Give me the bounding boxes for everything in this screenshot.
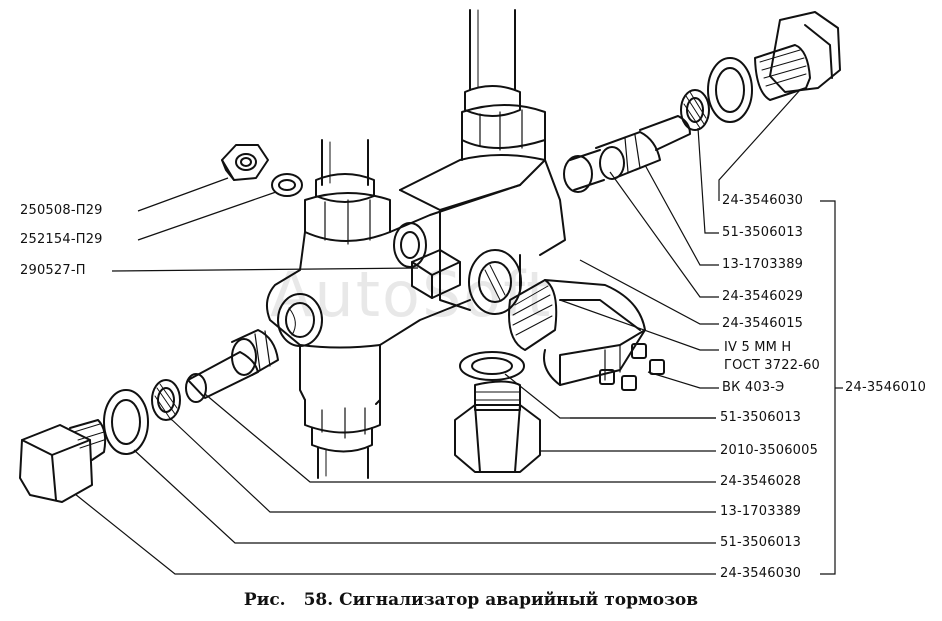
lock-washer-252154 <box>271 173 303 197</box>
label-3546010: 24-3546010 <box>845 380 927 395</box>
plug-lower <box>19 419 107 503</box>
label-1703389-top: 13-1703389 <box>722 257 804 272</box>
figure-caption: Рис. 58. Сигнализатор аварийный тормозов <box>0 590 942 610</box>
label-290527: 290527-П <box>20 263 86 278</box>
caption-text: 58. Сигнализатор аварийный тормозов <box>303 590 699 610</box>
bottom-union-nut <box>304 399 381 479</box>
label-3546030-bot: 24-3546030 <box>720 566 802 581</box>
o-ring-upper <box>680 89 710 131</box>
union-nut-2010 <box>454 380 541 473</box>
label-3546015: 24-3546015 <box>722 316 804 331</box>
valve-body <box>265 154 566 405</box>
label-gost-a: IV 5 MM H <box>724 340 792 355</box>
label-bk403: ВК 403-Э <box>722 380 785 395</box>
label-3546028: 24-3546028 <box>720 474 802 489</box>
piston-lower <box>185 329 279 403</box>
piston-upper <box>563 115 691 193</box>
top-pipe <box>469 9 516 91</box>
left-union-nut <box>304 173 391 245</box>
label-250508: 250508-П29 <box>20 203 103 218</box>
plug-upper <box>754 11 841 101</box>
label-3506013-mid: 51-3506013 <box>720 410 802 425</box>
hex-plug-290527 <box>411 249 461 299</box>
label-3506013-top: 51-3506013 <box>722 225 804 240</box>
label-1703389-bot: 13-1703389 <box>720 504 802 519</box>
washer-lower <box>103 389 149 455</box>
label-gost-b: ГОСТ 3722-60 <box>724 358 821 373</box>
label-3506013-bot: 51-3506013 <box>720 535 802 550</box>
washer-middle <box>459 351 525 381</box>
label-3546029: 24-3546029 <box>722 289 804 304</box>
washer-upper <box>707 57 753 123</box>
label-3506005: 2010-3506005 <box>720 443 819 458</box>
left-pipe <box>321 139 369 186</box>
label-3546030-top: 24-3546030 <box>722 193 804 208</box>
label-252154: 252154-П29 <box>20 232 103 247</box>
nut-250508 <box>221 144 269 181</box>
top-union-nut <box>461 85 546 161</box>
caption-prefix: Рис. <box>243 590 286 610</box>
watermark: AutoSoft <box>270 258 553 331</box>
o-ring-lower <box>151 379 181 421</box>
pressure-switch <box>508 279 665 391</box>
